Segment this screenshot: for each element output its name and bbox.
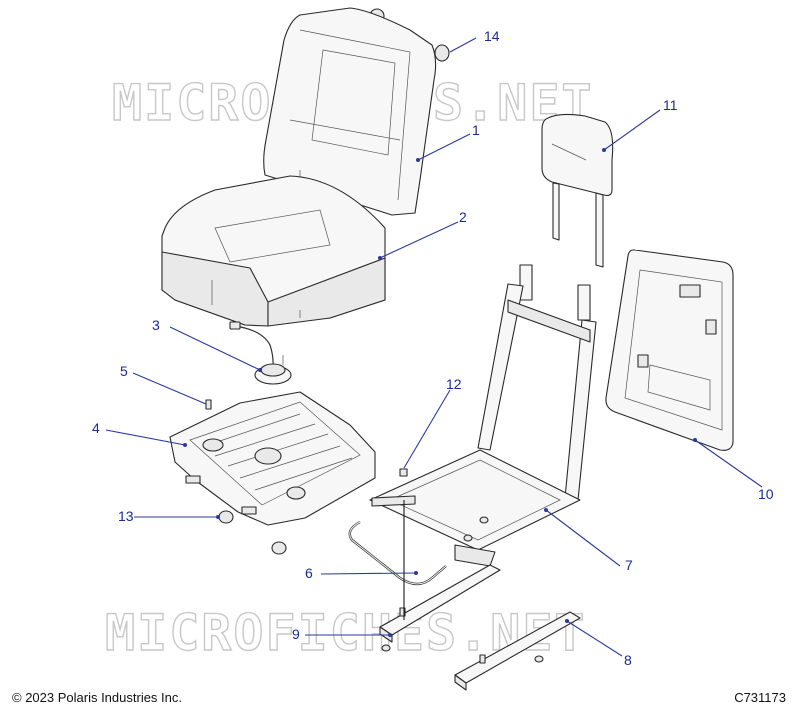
callout-labels: 14 1 2 3 5 4 13 6 9 12 7 8 11 10	[92, 28, 774, 668]
callout-6: 6	[305, 565, 313, 581]
callout-12: 12	[446, 376, 462, 392]
part-7-seat-frame	[369, 264, 597, 567]
part-3-sensor	[229, 321, 292, 385]
part-1-seat-back	[263, 7, 437, 216]
part-6-release-bar	[348, 520, 447, 586]
callout-2: 2	[459, 209, 467, 225]
callout-7: 7	[625, 557, 633, 573]
callout-8: 8	[624, 652, 632, 668]
leader-lines	[105, 37, 763, 657]
part-11-headrest	[541, 113, 614, 268]
callout-14: 14	[484, 28, 500, 44]
copyright-text: © 2023 Polaris Industries Inc.	[12, 690, 182, 705]
leader-dots	[183, 148, 697, 637]
callout-4: 4	[92, 420, 100, 436]
callout-9: 9	[292, 626, 300, 642]
callout-13: 13	[118, 508, 134, 524]
part-10-back-panel	[605, 249, 734, 451]
part-5-screw	[205, 399, 212, 410]
callout-11: 11	[663, 97, 678, 113]
callout-5: 5	[120, 363, 128, 379]
callout-10: 10	[758, 486, 774, 502]
part-8-slide-rail-right	[454, 611, 581, 691]
callout-1: 1	[472, 122, 480, 138]
part-4-seat-base	[169, 391, 376, 526]
reference-code: C731173	[734, 690, 786, 705]
part-2-seat-cushion	[161, 175, 386, 327]
part-12-bolt	[399, 468, 408, 477]
callout-3: 3	[152, 317, 160, 333]
